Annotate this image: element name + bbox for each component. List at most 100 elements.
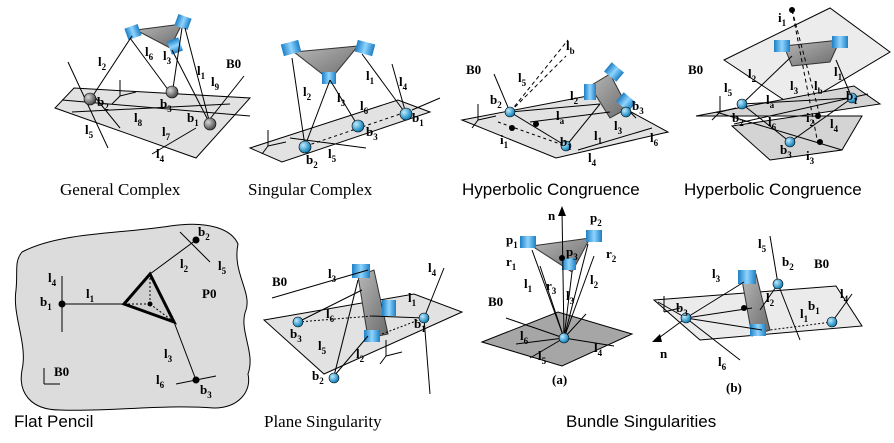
svg-text:l2: l2 bbox=[766, 290, 775, 308]
joint-b1 bbox=[826, 316, 838, 328]
svg-text:l5: l5 bbox=[328, 146, 337, 164]
svg-text:l6: l6 bbox=[650, 130, 659, 148]
svg-text:l4: l4 bbox=[156, 146, 165, 164]
caption-singular-complex: Singular Complex bbox=[248, 180, 373, 199]
moving-platform bbox=[124, 13, 192, 55]
caption-general-complex: General Complex bbox=[60, 180, 181, 199]
caption-hyperbolic-congruence-1: Hyperbolic Congruence bbox=[462, 180, 640, 199]
svg-text:l3: l3 bbox=[712, 266, 721, 284]
triangle-platform bbox=[121, 271, 178, 325]
joint-b3 bbox=[784, 136, 796, 148]
frame-axes bbox=[471, 104, 497, 129]
svg-text:b2: b2 bbox=[490, 92, 502, 110]
svg-text:l4: l4 bbox=[588, 150, 597, 168]
point-ia bbox=[533, 121, 539, 127]
frame-axes bbox=[711, 96, 737, 121]
svg-text:l6: l6 bbox=[360, 98, 369, 116]
svg-text:l2: l2 bbox=[98, 54, 107, 72]
panel-bundle-singularity-b: l5 b2 B0 l3 b3 l2 b1 l1 l4 l6 n (b) bbox=[652, 235, 863, 395]
svg-text:l3: l3 bbox=[164, 346, 173, 364]
svg-text:l6: l6 bbox=[326, 306, 335, 324]
svg-text:la: la bbox=[766, 92, 775, 110]
point-i1 bbox=[789, 7, 795, 13]
svg-text:l4: l4 bbox=[830, 116, 839, 134]
svg-text:i1: i1 bbox=[778, 10, 787, 28]
panel-plane-singularity: B0 l3 l6 b3 l5 l2 b2 l1 b1 l4 bbox=[262, 260, 464, 395]
label-p0: P0 bbox=[202, 286, 216, 301]
svg-text:l4: l4 bbox=[594, 340, 603, 358]
label-n: n bbox=[548, 208, 556, 223]
moving-platform bbox=[584, 62, 636, 119]
joint-b3 bbox=[351, 119, 365, 133]
joint-b2 bbox=[772, 278, 784, 290]
svg-text:l4: l4 bbox=[48, 270, 57, 288]
svg-text:l4: l4 bbox=[399, 74, 408, 92]
svg-text:l4: l4 bbox=[840, 286, 849, 304]
caption-plane-singularity: Plane Singularity bbox=[264, 412, 382, 431]
svg-text:l1: l1 bbox=[594, 128, 603, 146]
point-p0 bbox=[147, 301, 153, 307]
moving-platform bbox=[520, 230, 602, 273]
svg-text:l5: l5 bbox=[538, 348, 547, 366]
joint-b1 bbox=[418, 312, 430, 324]
joint-b bbox=[558, 332, 570, 344]
svg-text:l1: l1 bbox=[800, 306, 809, 324]
svg-text:l3: l3 bbox=[790, 78, 799, 96]
svg-text:r1: r1 bbox=[506, 254, 517, 272]
svg-text:l1: l1 bbox=[408, 290, 417, 308]
label-b0: B0 bbox=[226, 56, 241, 71]
joint-b1 bbox=[399, 107, 413, 121]
joint-b3 bbox=[192, 376, 200, 384]
panel-hyperbolic-congruence-1: B0 lb l5 l2 la l3 l1 l6 l4 b2 b1 b3 i1 bbox=[460, 38, 670, 168]
svg-text:p1: p1 bbox=[506, 232, 518, 250]
svg-text:l5: l5 bbox=[724, 80, 733, 98]
legs bbox=[505, 209, 615, 359]
base-plane bbox=[248, 99, 432, 163]
joint-b3 bbox=[620, 106, 632, 118]
panel-flat-pencil: l4 b1 l1 b2 l2 l5 l3 l6 b3 P0 B0 bbox=[14, 223, 251, 411]
svg-text:b2: b2 bbox=[782, 254, 794, 272]
frame-axes bbox=[111, 80, 137, 105]
frame-axes bbox=[379, 340, 403, 365]
panel-bundle-singularity-a: n p1 p2 p3 r1 r2 r3 l1 l2 l3 B0 l6 l5 l4… bbox=[480, 206, 634, 387]
frame-axes bbox=[261, 130, 287, 155]
svg-text:b2: b2 bbox=[306, 152, 318, 170]
joint-center bbox=[741, 305, 747, 311]
joint-p3 bbox=[559, 255, 565, 261]
svg-text:l2: l2 bbox=[303, 84, 312, 102]
svg-text:l3: l3 bbox=[328, 266, 337, 284]
svg-text:lb: lb bbox=[814, 78, 823, 96]
point-i2 bbox=[815, 113, 821, 119]
svg-text:l2: l2 bbox=[356, 346, 365, 364]
frame-axes bbox=[663, 296, 681, 313]
svg-text:l3: l3 bbox=[163, 48, 172, 66]
svg-text:l1: l1 bbox=[366, 68, 375, 86]
legs bbox=[61, 27, 251, 155]
moving-platform bbox=[352, 264, 396, 342]
legs bbox=[289, 53, 441, 149]
joint-b1 bbox=[58, 300, 66, 308]
svg-text:l6: l6 bbox=[520, 328, 529, 346]
panel-hyperbolic-congruence-2: B0 i1 l2 l5 l3 lb l1 la l6 i2 l4 b1 b2 b… bbox=[688, 7, 891, 166]
svg-text:r2: r2 bbox=[606, 246, 617, 264]
label-part-a: (a) bbox=[552, 372, 567, 387]
label-b0: B0 bbox=[688, 62, 703, 77]
panel-singular-complex: l2 l3 l1 l4 l6 b3 b1 b2 l5 bbox=[248, 39, 441, 170]
label-b0: B0 bbox=[272, 274, 287, 289]
legs bbox=[655, 235, 853, 361]
svg-text:l8: l8 bbox=[134, 110, 143, 128]
svg-text:l5: l5 bbox=[318, 338, 327, 356]
svg-text:l1: l1 bbox=[834, 64, 843, 82]
svg-text:l2: l2 bbox=[570, 88, 579, 106]
moving-platform bbox=[280, 39, 376, 84]
svg-text:l3: l3 bbox=[614, 118, 623, 136]
joint-b3 bbox=[680, 312, 692, 324]
label-b0: B0 bbox=[814, 256, 829, 271]
svg-text:l7: l7 bbox=[162, 124, 171, 142]
base-plane bbox=[695, 85, 882, 161]
svg-text:l9: l9 bbox=[211, 74, 220, 92]
label-b0: B0 bbox=[54, 364, 69, 379]
svg-text:lb: lb bbox=[566, 38, 575, 56]
joint-b1 bbox=[560, 140, 572, 152]
